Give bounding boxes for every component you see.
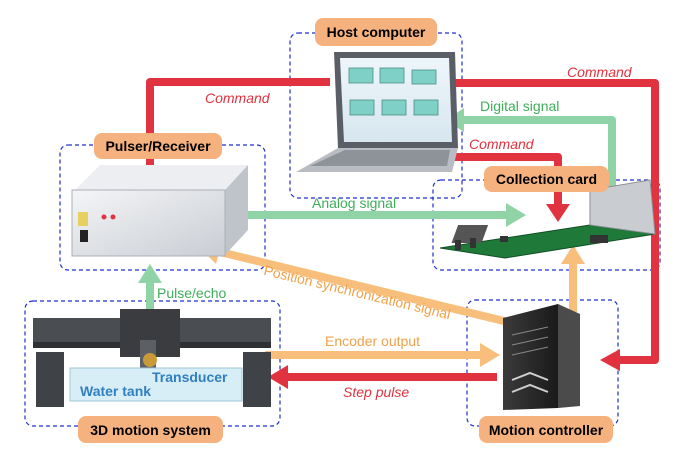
sync-arrows [219,248,577,359]
pulser-receiver-device [71,165,248,257]
arrowhead-card-sync [561,245,585,264]
arrowhead-card [546,204,570,222]
arrowhead-card-analog [506,203,526,227]
arrowhead-controller [600,349,620,371]
host-computer-tag: Host computer [315,18,437,46]
digital-signal-label: Digital signal [480,98,560,114]
water-tank-label: Water tank [80,383,152,399]
encoder-output-label: Encoder output [325,333,420,349]
collection-card-tag: Collection card [484,166,609,192]
digital-signal-arrow [462,116,616,209]
laptop-illustration [296,52,458,172]
collection-card-device [439,179,656,259]
motion-system-tag: 3D motion system [78,416,223,443]
motion-controller-tag: Motion controller [479,416,613,443]
command-label-left: Command [205,90,270,106]
command-label-card: Command [469,136,534,152]
command-label-right: Command [567,64,632,80]
arrowhead-pulse-up [138,264,162,283]
pulse-echo-label: Pulse/echo [157,285,227,301]
position-sync-arrow [219,248,513,327]
motion-system-device [33,309,271,407]
command-host-to-controller-arrow [455,79,659,364]
arrowhead-motion-system [268,365,288,389]
arrowhead-controller-encoder [480,343,500,367]
analog-signal-label: Analog signal [312,195,397,211]
step-pulse-label: Step pulse [343,384,410,400]
pulser-receiver-tag: Pulser/Receiver [94,133,222,159]
motion-controller-device [503,304,580,410]
transducer-label: Transducer [152,369,228,385]
